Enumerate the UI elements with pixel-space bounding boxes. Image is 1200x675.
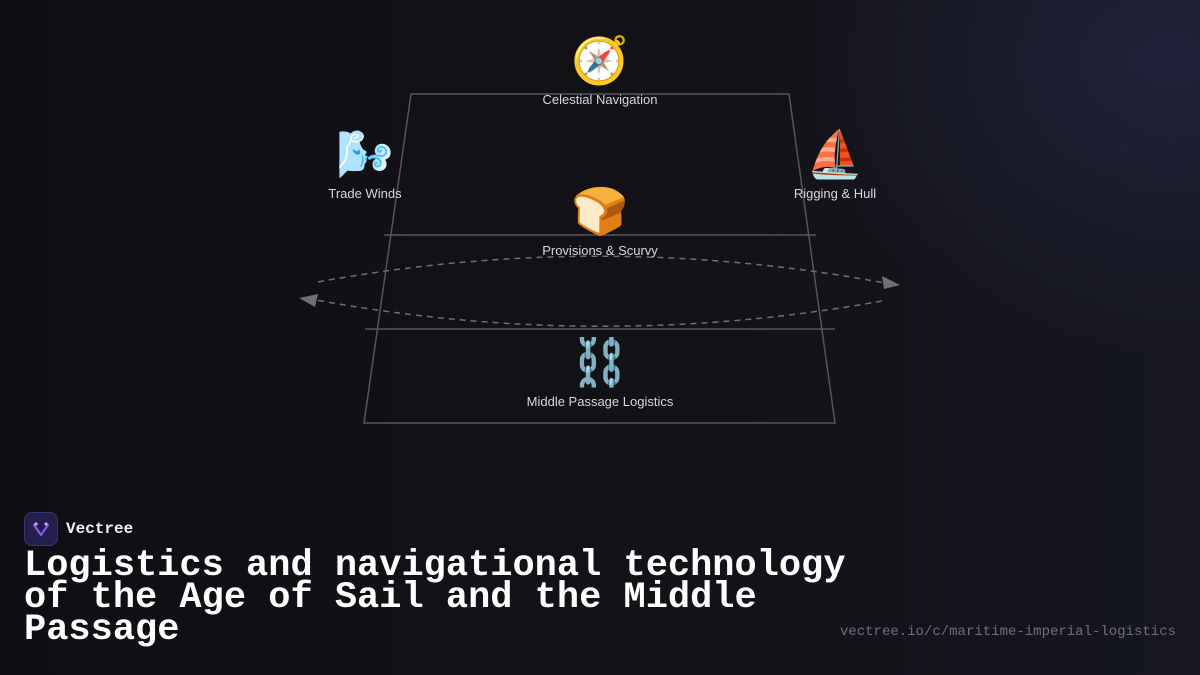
cycle-arrowhead-right [882, 276, 900, 289]
trapezoid-outline [363, 93, 836, 424]
wind-icon: 🌬️ [336, 127, 394, 181]
node-trade-winds: 🌬️ Trade Winds [265, 126, 465, 201]
source-url[interactable]: vectree.io/c/maritime-imperial-logistics [839, 624, 1176, 640]
brand-name: Vectree [66, 520, 134, 538]
cycle-arrow-bottom [315, 299, 883, 327]
sailboat-icon: ⛵ [806, 127, 864, 181]
bread-icon: 🍞 [571, 184, 629, 238]
node-provisions-scurvy: 🍞 Provisions & Scurvy [500, 183, 700, 258]
vectree-logo-icon [24, 512, 58, 546]
node-label: Trade Winds [328, 186, 402, 201]
compass-icon: 🧭 [571, 33, 629, 87]
page-title: Logistics and navigational technology of… [24, 545, 846, 651]
cycle-arrow-top [317, 255, 886, 284]
brand[interactable]: Vectree [24, 512, 133, 546]
node-label: Middle Passage Logistics [526, 394, 674, 409]
chains-icon: ⛓️ [571, 335, 629, 389]
node-rigging-hull: ⛵ Rigging & Hull [735, 126, 935, 201]
cycle-arrowhead-left [299, 294, 318, 307]
node-middle-passage-logistics: ⛓️ Middle Passage Logistics [500, 334, 700, 409]
node-label: Provisions & Scurvy [542, 243, 658, 258]
node-label: Rigging & Hull [793, 186, 877, 201]
node-label: Celestial Navigation [542, 92, 658, 107]
node-celestial-navigation: 🧭 Celestial Navigation [500, 32, 700, 107]
